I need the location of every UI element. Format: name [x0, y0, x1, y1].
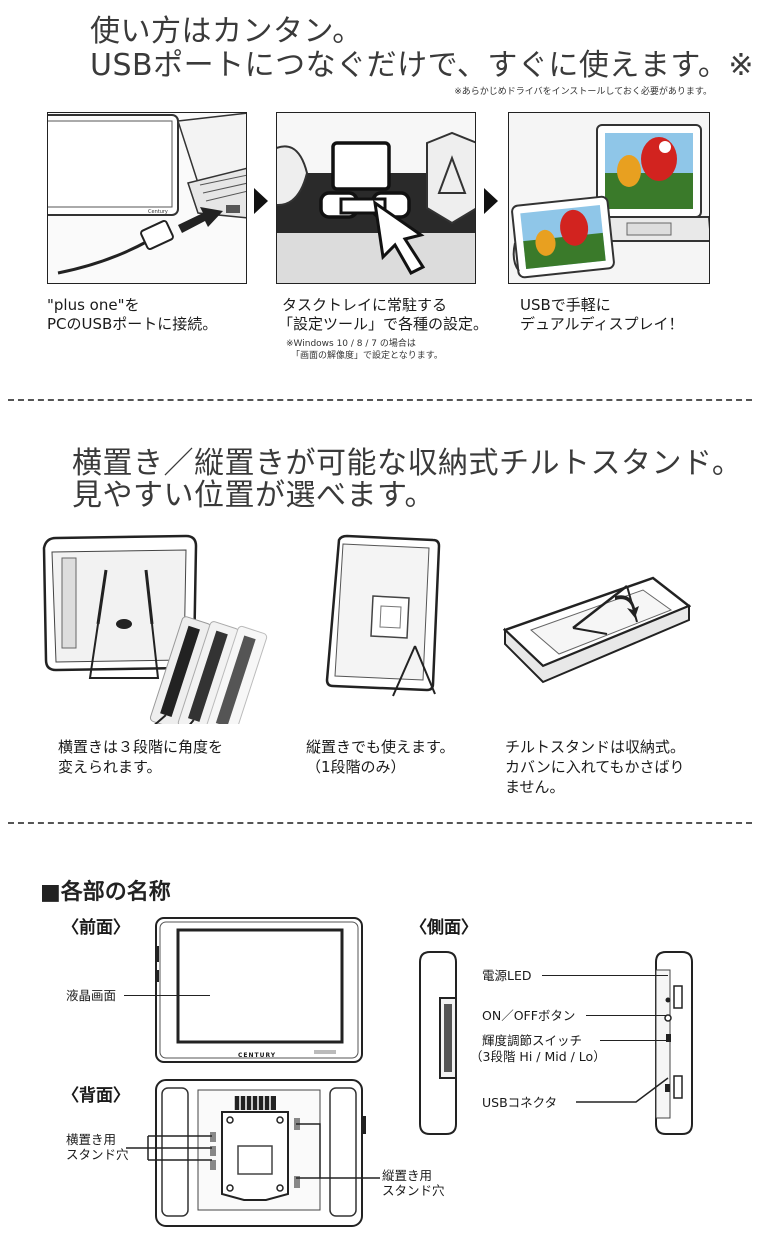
svg-text:Century: Century — [148, 209, 168, 215]
tilt-stand-storage-illustration — [503, 570, 691, 694]
step1-caption-line1: "plus one"を — [47, 296, 140, 314]
step2-note-line2: 「画面の解像度」で設定となります。 — [291, 351, 443, 361]
arrow-right-icon — [484, 188, 498, 214]
leader-line — [542, 975, 668, 976]
section2-headline-line2: 見やすい位置が選べます。 — [72, 478, 435, 513]
section2-headline-line1: 横置き／縦置きが可能な収納式チルトスタンド。 — [72, 446, 743, 481]
step3-caption-line1: USBで手軽に — [520, 296, 611, 314]
step2-note-line1: ※Windows 10 / 8 / 7 の場合は — [286, 339, 416, 349]
step3-caption-line2: デュアルディスプレイ！ — [520, 315, 684, 333]
portrait-stand-illustration — [325, 534, 445, 700]
landscape-hole-label-line2: スタンド穴 — [66, 1147, 129, 1162]
side-view-left-diagram — [416, 950, 466, 1136]
front-heading: 〈前面〉 — [62, 918, 130, 938]
portrait-hole-label-line1: 縦置き用 — [382, 1168, 433, 1183]
step1-caption-line2: PCのUSBポートに接続。 — [47, 315, 218, 333]
brightness-sub-label: （3段階 Hi / Mid / Lo） — [470, 1049, 606, 1064]
leader-line — [586, 1015, 666, 1016]
back-view-diagram — [154, 1076, 366, 1232]
leader-line — [124, 995, 210, 996]
section1-headline-line2: USBポートにつなぐだけで、すぐに使えます。※ — [90, 48, 755, 83]
stand1-caption-line2: 変えられます。 — [58, 758, 162, 776]
stand3-caption-line1: チルトスタンドは収納式。 — [505, 738, 686, 756]
landscape-hole-label-line1: 横置き用 — [66, 1132, 117, 1147]
landscape-hole-leader — [126, 1128, 216, 1168]
step3-illustration — [508, 112, 710, 284]
power-led-label: 電源LED — [482, 968, 532, 983]
side-view-right-diagram — [648, 950, 696, 1136]
stand3-caption-line3: ません。 — [505, 778, 565, 796]
brightness-label: 輝度調節スイッチ — [482, 1033, 583, 1048]
step2-caption-line1: タスクトレイに常駐する — [282, 296, 448, 314]
section-divider — [8, 399, 752, 401]
usb-leader — [576, 1076, 672, 1106]
back-heading: 〈背面〉 — [62, 1086, 130, 1106]
front-lcd-label: 液晶画面 — [66, 988, 117, 1003]
landscape-stand-illustration — [36, 528, 272, 724]
stand2-caption-line1: 縦置きでも使えます。 — [306, 738, 455, 756]
parts-title: ■各部の名称 — [40, 880, 171, 905]
stand1-caption-line1: 横置きは３段階に角度を — [58, 738, 224, 756]
section1-footnote: ※あらかじめドライバをインストールしておく必要があります。 — [454, 87, 712, 97]
step2-illustration — [276, 112, 476, 284]
stand3-caption-line2: カバンに入れてもかさばり — [505, 758, 685, 776]
step2-caption-line2: 「設定ツール」で各種の設定。 — [278, 315, 489, 333]
front-view-diagram — [154, 916, 364, 1066]
section-divider — [8, 822, 752, 824]
section1-headline-line1: 使い方はカンタン。 — [90, 14, 363, 49]
on-off-label: ON／OFFボタン — [482, 1008, 576, 1023]
step1-illustration: Century — [47, 112, 247, 284]
usb-connector-label: USBコネクタ — [482, 1095, 558, 1110]
stand2-caption-line2: （1段階のみ） — [306, 758, 406, 776]
arrow-right-icon — [254, 188, 268, 214]
portrait-hole-leader — [296, 1120, 382, 1190]
portrait-hole-label-line2: スタンド穴 — [382, 1183, 445, 1198]
leader-line — [600, 1040, 666, 1041]
side-heading: 〈側面〉 — [410, 918, 478, 938]
front-brand-logo: CENTURY — [238, 1052, 277, 1059]
